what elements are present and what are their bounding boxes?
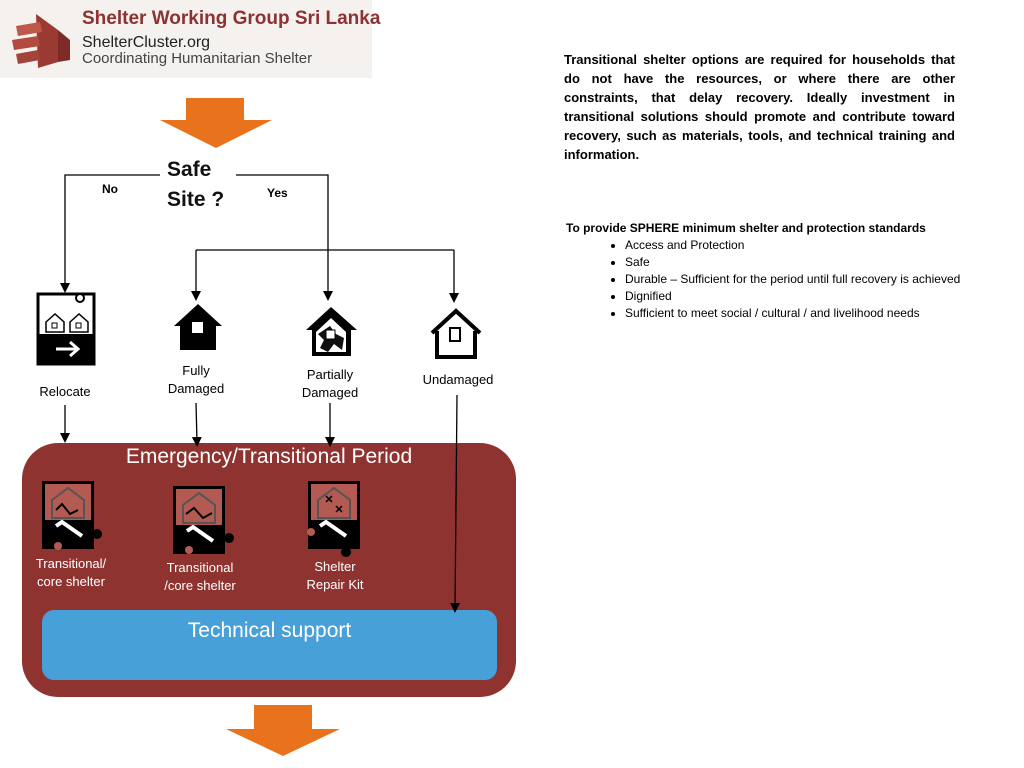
logo-subtitle: ShelterCluster.org	[82, 34, 211, 51]
option-2-line1: Transitional	[166, 560, 234, 575]
option-3-line2: Repair Kit	[306, 577, 364, 592]
relocate-label: Relocate	[39, 384, 91, 399]
technical-support-box	[42, 610, 497, 680]
partially-damaged-label: Partially Damaged	[284, 366, 376, 402]
hands-house-icon	[12, 14, 70, 68]
logo-tagline: Coordinating Humanitarian Shelter	[82, 50, 313, 67]
yes-label: Yes	[267, 186, 288, 200]
safe-site-line2: Site ?	[167, 188, 225, 211]
partially-damaged-line1: Partially	[306, 367, 354, 382]
option-1-line2: core shelter	[37, 574, 105, 589]
partially-damaged-house-icon	[306, 307, 357, 356]
fully-down-line	[191, 402, 202, 447]
transitional-core-shelter-icon-2	[173, 486, 234, 554]
sphere-item-safe: Safe	[625, 254, 966, 271]
top-orange-arrow	[160, 98, 272, 148]
safe-site-question: Safe Site ?	[167, 155, 224, 215]
sphere-heading: To provide SPHERE minimum shelter and pr…	[566, 221, 926, 235]
fully-damaged-line2: Damaged	[167, 381, 225, 396]
option-shelter-repair-kit: Shelter Repair Kit	[280, 558, 390, 594]
sphere-item-durable: Durable – Sufficient for the period unti…	[625, 271, 966, 288]
undamaged-house-icon	[430, 308, 482, 359]
sphere-standards: To provide SPHERE minimum shelter and pr…	[566, 220, 966, 322]
option-transitional-core-shelter-1: Transitional/ core shelter	[16, 555, 126, 591]
sphere-item-access: Access and Protection	[625, 237, 966, 254]
sphere-item-dignified: Dignified	[625, 288, 966, 305]
fully-damaged-label: Fully Damaged	[150, 362, 242, 398]
safe-site-line1: Safe	[167, 158, 212, 181]
no-branch-line	[60, 174, 160, 293]
partially-damaged-line2: Damaged	[301, 385, 359, 400]
fully-damaged-house-icon	[174, 304, 222, 350]
bottom-orange-arrow	[226, 705, 340, 756]
option-transitional-core-shelter-2: Transitional /core shelter	[145, 559, 255, 595]
option-1-line1: Transitional/	[35, 556, 107, 571]
no-label: No	[102, 182, 118, 196]
sphere-list: Access and Protection Safe Durable – Suf…	[566, 237, 966, 322]
yes-branch-line	[236, 174, 333, 301]
technical-support-label: Technical support	[187, 619, 352, 642]
logo-banner: Shelter Working Group Sri Lanka ShelterC…	[0, 0, 380, 78]
option-2-line2: /core shelter	[164, 578, 236, 593]
fully-damaged-line1: Fully	[182, 363, 210, 378]
panel-title: Emergency/Transitional Period	[125, 445, 413, 468]
relocate-icon	[36, 292, 96, 366]
undamaged-down-line	[450, 394, 461, 613]
undamaged-label: Undamaged	[422, 372, 494, 387]
intro-paragraph: Transitional shelter options are require…	[564, 52, 955, 162]
shelter-repair-kit-icon	[307, 481, 360, 557]
logo-title: Shelter Working Group Sri Lanka	[82, 8, 381, 29]
sphere-item-sufficient: Sufficient to meet social / cultural / a…	[625, 305, 966, 322]
option-3-line1: Shelter	[314, 559, 356, 574]
transitional-core-shelter-icon-1	[42, 481, 102, 550]
